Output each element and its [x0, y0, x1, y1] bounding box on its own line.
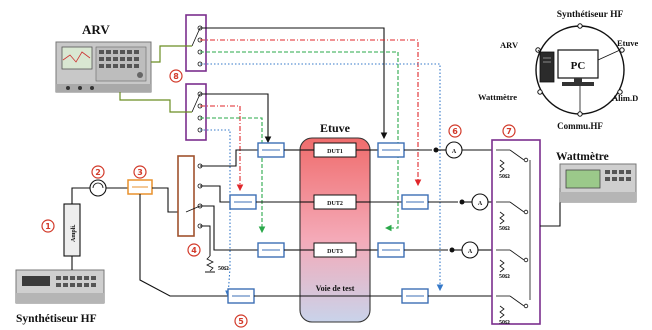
switch7-load4: 50Ω — [499, 320, 510, 326]
load-50ohm-label: 50Ω — [218, 266, 229, 272]
circulator — [89, 179, 107, 197]
marker-7 — [502, 124, 516, 138]
dut1-label: DUT1 — [327, 149, 343, 155]
switch-7 — [491, 139, 541, 325]
amp-to-circulator — [71, 187, 90, 204]
pc-monitor-icon — [557, 49, 599, 79]
ammeter-1-label: A — [452, 149, 457, 155]
switch7-load1: 50Ω — [499, 174, 510, 180]
switch7-to-wattmeter — [540, 188, 561, 227]
ammeter-3-label: A — [468, 249, 473, 255]
synth-hf-label: Synthétiseur HF — [16, 313, 97, 325]
pc-label: PC — [571, 60, 586, 72]
etuve-chamber — [299, 137, 371, 323]
marker-2-label: 2 — [95, 168, 101, 177]
path-green-left — [200, 117, 266, 234]
ammeters: A A A — [445, 141, 489, 259]
switch7-load3: 50Ω — [499, 274, 510, 280]
voie-de-test-label: Voie de test — [316, 284, 355, 293]
marker-3 — [133, 165, 147, 179]
synth-hf-instrument: Synthétiseur HF — [15, 269, 105, 325]
marker-4 — [187, 243, 201, 257]
arv-label: ARV — [82, 22, 110, 37]
path-red-top — [200, 39, 422, 187]
arv-port2-cable — [119, 92, 192, 113]
ring-arv-label: ARV — [500, 40, 519, 50]
marker-8-label: 8 — [173, 72, 179, 81]
ring-etuve-label: Etuve — [617, 38, 638, 48]
wattmetre-label: Wattmètre — [556, 151, 609, 163]
marker-7-label: 7 — [506, 127, 512, 136]
switch-4 — [177, 155, 195, 237]
path-black-left — [200, 93, 272, 144]
pc-tower-icon — [539, 51, 555, 83]
wattmeter-instrument: Wattmètre — [556, 151, 637, 203]
switch7-load2: 50Ω — [499, 226, 510, 232]
pc-network: Synthétiseur HF ARV Etuve Wattmètre Alim… — [478, 10, 638, 131]
marker-6 — [448, 124, 462, 138]
marker-1-label: 1 — [45, 222, 51, 231]
path-green-top — [200, 51, 399, 232]
ring-commu-label: Commu.HF — [557, 121, 603, 131]
arv-instrument: ARV — [55, 22, 152, 93]
ring-alim-label: Alim.D — [612, 93, 638, 103]
dut2-label: DUT2 — [327, 201, 343, 207]
marker-6-label: 6 — [452, 127, 458, 136]
path-red-left — [200, 105, 244, 192]
reference-path — [139, 194, 228, 297]
etuve-label: Etuve — [320, 121, 351, 135]
path-black-top — [200, 27, 388, 140]
ring-wattmetre-label: Wattmètre — [478, 92, 517, 102]
arv-port1-cable — [151, 45, 192, 63]
marker-5 — [234, 314, 248, 328]
marker-1 — [41, 219, 55, 233]
ammeter-2-label: A — [478, 201, 483, 207]
marker-3-label: 3 — [137, 168, 143, 177]
marker-2 — [91, 165, 105, 179]
switch-matrix-8 — [185, 14, 207, 141]
dut-blocks: DUT1 DUT2 DUT3 — [313, 142, 357, 258]
input-couplers — [227, 142, 285, 304]
ring-synth-label: Synthétiseur HF — [557, 10, 624, 20]
dut3-label: DUT3 — [327, 249, 343, 255]
marker-4-label: 4 — [191, 246, 197, 255]
marker-5-label: 5 — [238, 317, 244, 326]
amplifier-label: Ampli. — [71, 224, 77, 242]
marker-8 — [169, 69, 183, 83]
